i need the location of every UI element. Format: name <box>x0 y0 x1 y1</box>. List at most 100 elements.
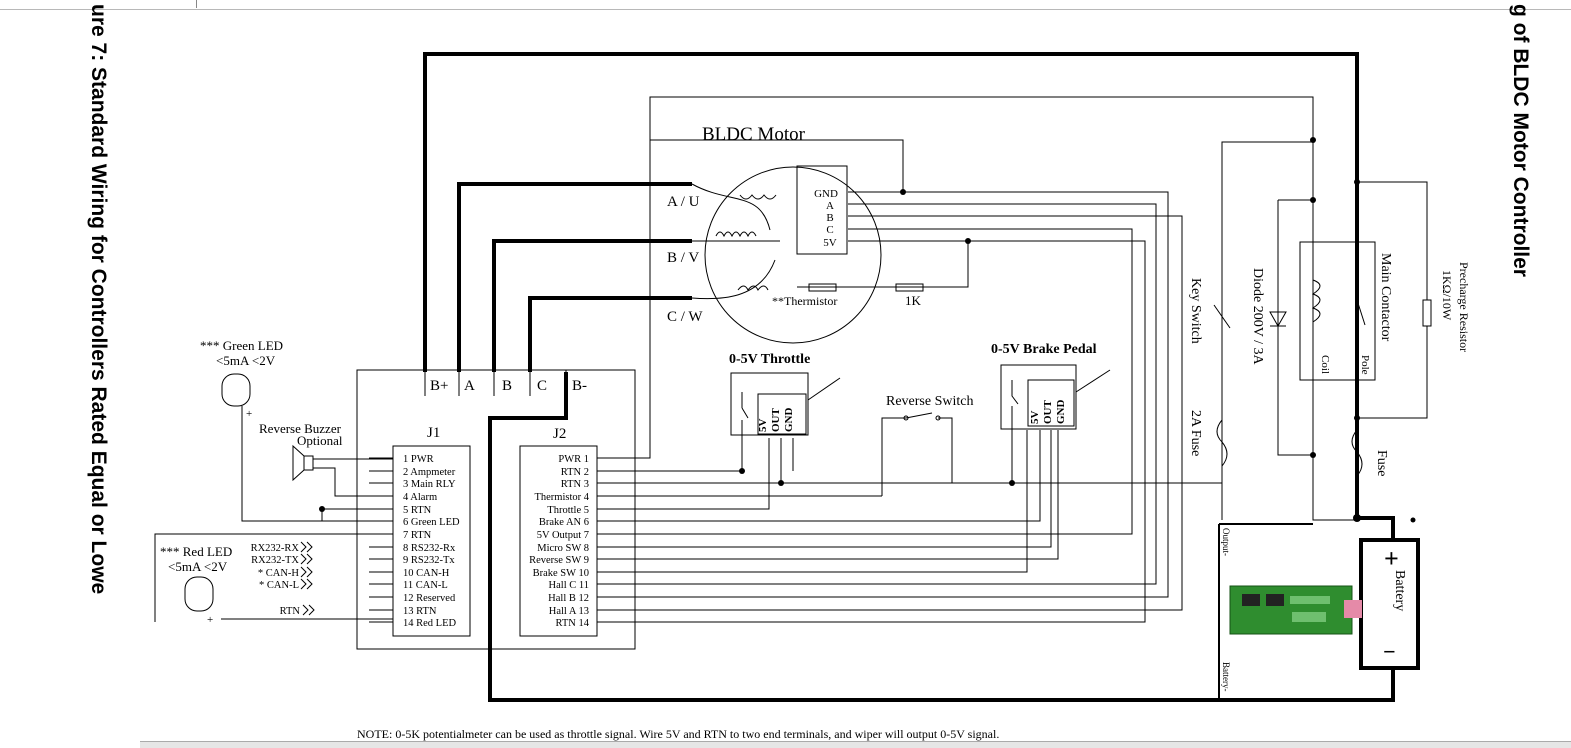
j2-pin: Hall C 11 <box>549 580 589 591</box>
key-switch-label: Key Switch <box>1188 278 1203 344</box>
hall-sensor-box <box>796 165 848 255</box>
j2-pin: Brake SW 10 <box>533 568 589 579</box>
j1-label: J1 <box>427 425 440 441</box>
j2-signal-wires <box>597 96 1314 623</box>
j2-pin: Hall A 13 <box>549 606 589 617</box>
main-contactor-box <box>1299 241 1376 381</box>
j1-pin-list: 1 PWR 2 Ampmeter 3 Main RLY 4 Alarm 5 RT… <box>403 454 460 629</box>
bms-output-label: Output- <box>1221 528 1231 556</box>
wiring-diagram: BLDC Motor A / U B / V C / W GND A B C 5… <box>154 52 1471 741</box>
diode-icon <box>1269 311 1287 328</box>
red-led-plus: + <box>207 614 213 626</box>
j2-pin: RTN 3 <box>561 479 589 490</box>
battery-label: Battery <box>1392 570 1407 611</box>
hall-pin-c: C <box>826 224 833 236</box>
j2-pin: RTN 14 <box>556 618 590 629</box>
j1-pin: 1 PWR <box>403 454 434 465</box>
phase-c-label: C / W <box>667 309 703 325</box>
2a-fuse-icon <box>1216 419 1228 467</box>
comm-rx-label: RX232-RX <box>251 543 300 554</box>
j1-pin: 13 RTN <box>403 606 437 617</box>
phase-b-label: B / V <box>667 250 699 266</box>
precharge-resistor <box>1422 299 1432 327</box>
hall-pin-a: A <box>826 200 834 212</box>
j2-pin: Brake AN 6 <box>539 517 589 528</box>
green-led <box>221 373 251 407</box>
motor-title: BLDC Motor <box>702 124 806 145</box>
fuse-icon <box>1351 429 1363 477</box>
j2-box <box>519 445 598 637</box>
comm-canh-label: * CAN-H <box>258 568 300 579</box>
j1-pin: 9 RS232-Tx <box>403 555 455 566</box>
j2-pin: PWR 1 <box>558 454 589 465</box>
terminal-a: A <box>464 378 475 394</box>
2a-fuse-label: 2A Fuse <box>1188 410 1203 456</box>
battery-minus: − <box>1383 639 1396 664</box>
hall-pin-5v: 5V <box>823 237 837 249</box>
battery-plus: + <box>1384 544 1399 573</box>
red-led-label: *** Red LED <box>160 544 232 559</box>
j2-pin: Micro SW 8 <box>537 543 589 554</box>
red-led <box>184 576 214 612</box>
resistor-label: 1K <box>905 293 922 308</box>
green-led-wire <box>241 406 393 522</box>
j1-pin: 8 RS232-Rx <box>403 543 456 554</box>
motor-circle <box>704 166 882 344</box>
phase-a-label: A / U <box>667 194 700 210</box>
junction-dots <box>319 137 1416 523</box>
diagram-page: ure 7: Standard Wiring for Controllers R… <box>0 4 1571 741</box>
j1-left-stubs <box>369 457 393 623</box>
j2-pin: Hall B 12 <box>548 593 589 604</box>
terminal-b: B <box>502 378 512 394</box>
comm-tx-label: RX232-TX <box>251 555 299 566</box>
controller-box <box>356 369 636 650</box>
reverse-switch-label: Reverse Switch <box>886 394 973 409</box>
j2-pin: Throttle 5 <box>547 505 589 516</box>
buzzer-label: Reverse Buzzer <box>259 421 342 436</box>
bms-board <box>1229 585 1362 635</box>
1k-resistor <box>895 283 924 292</box>
j1-pin: 11 CAN-L <box>403 580 448 591</box>
buzzer-icon <box>292 444 305 482</box>
j1-pin: 10 CAN-H <box>403 568 450 579</box>
precharge-spec: 1KΩ/10W <box>1440 270 1454 321</box>
green-led-spec: <5mA <2V <box>216 353 276 368</box>
coil-label: Coil <box>1319 355 1331 374</box>
throttle-label: 0-5V Throttle <box>729 352 810 367</box>
motor-winding <box>739 194 777 200</box>
j2-pin: Thermistor 4 <box>534 492 589 503</box>
window-bottom-strip <box>140 741 1571 748</box>
comm-canl-label: * CAN-L <box>259 580 299 591</box>
green-led-plus: + <box>246 408 252 420</box>
j1-pin: 2 Ampmeter <box>403 467 456 478</box>
j2-pin: RTN 2 <box>561 467 589 478</box>
precharge-label: Precharge Resistor <box>1457 262 1471 352</box>
main-contactor-label: Main Contactor <box>1378 253 1393 342</box>
green-led-label: *** Green LED <box>200 338 283 353</box>
throttle-pin-5v: 5V <box>757 419 769 433</box>
j1-pin: 3 Main RLY <box>403 479 456 490</box>
j1-pin: 5 RTN <box>403 505 432 516</box>
j2-label: J2 <box>553 426 566 442</box>
brake-pedal-box <box>1000 364 1077 430</box>
diode-label: Diode 200V / 3A <box>1250 268 1265 365</box>
j1-pin: 14 Red LED <box>403 618 456 629</box>
terminal-c: C <box>537 378 547 394</box>
j2-pin-list: PWR 1 RTN 2 RTN 3 Thermistor 4 Throttle … <box>529 454 590 629</box>
j2-pin: Reverse SW 9 <box>529 555 589 566</box>
throttle-pin-out: OUT <box>770 408 782 433</box>
throttle-box <box>730 372 809 436</box>
hall-pin-gnd: GND <box>814 188 838 200</box>
comm-chevrons <box>300 541 315 616</box>
rtn-label: RTN <box>280 606 301 617</box>
buzzer-optional: Optional <box>297 433 343 448</box>
terminal-bplus: B+ <box>430 378 448 394</box>
figure-note: NOTE: 0-5K potentialmeter can be used as… <box>357 727 999 741</box>
j2-pin: 5V Output 7 <box>537 530 589 541</box>
j1-box <box>392 445 471 637</box>
red-led-spec: <5mA <2V <box>168 559 228 574</box>
brake-label: 0-5V Brake Pedal <box>991 342 1097 357</box>
hall-pin-b: B <box>826 212 833 224</box>
throttle-pin-gnd: GND <box>783 408 795 433</box>
terminal-bminus: B- <box>572 378 587 394</box>
